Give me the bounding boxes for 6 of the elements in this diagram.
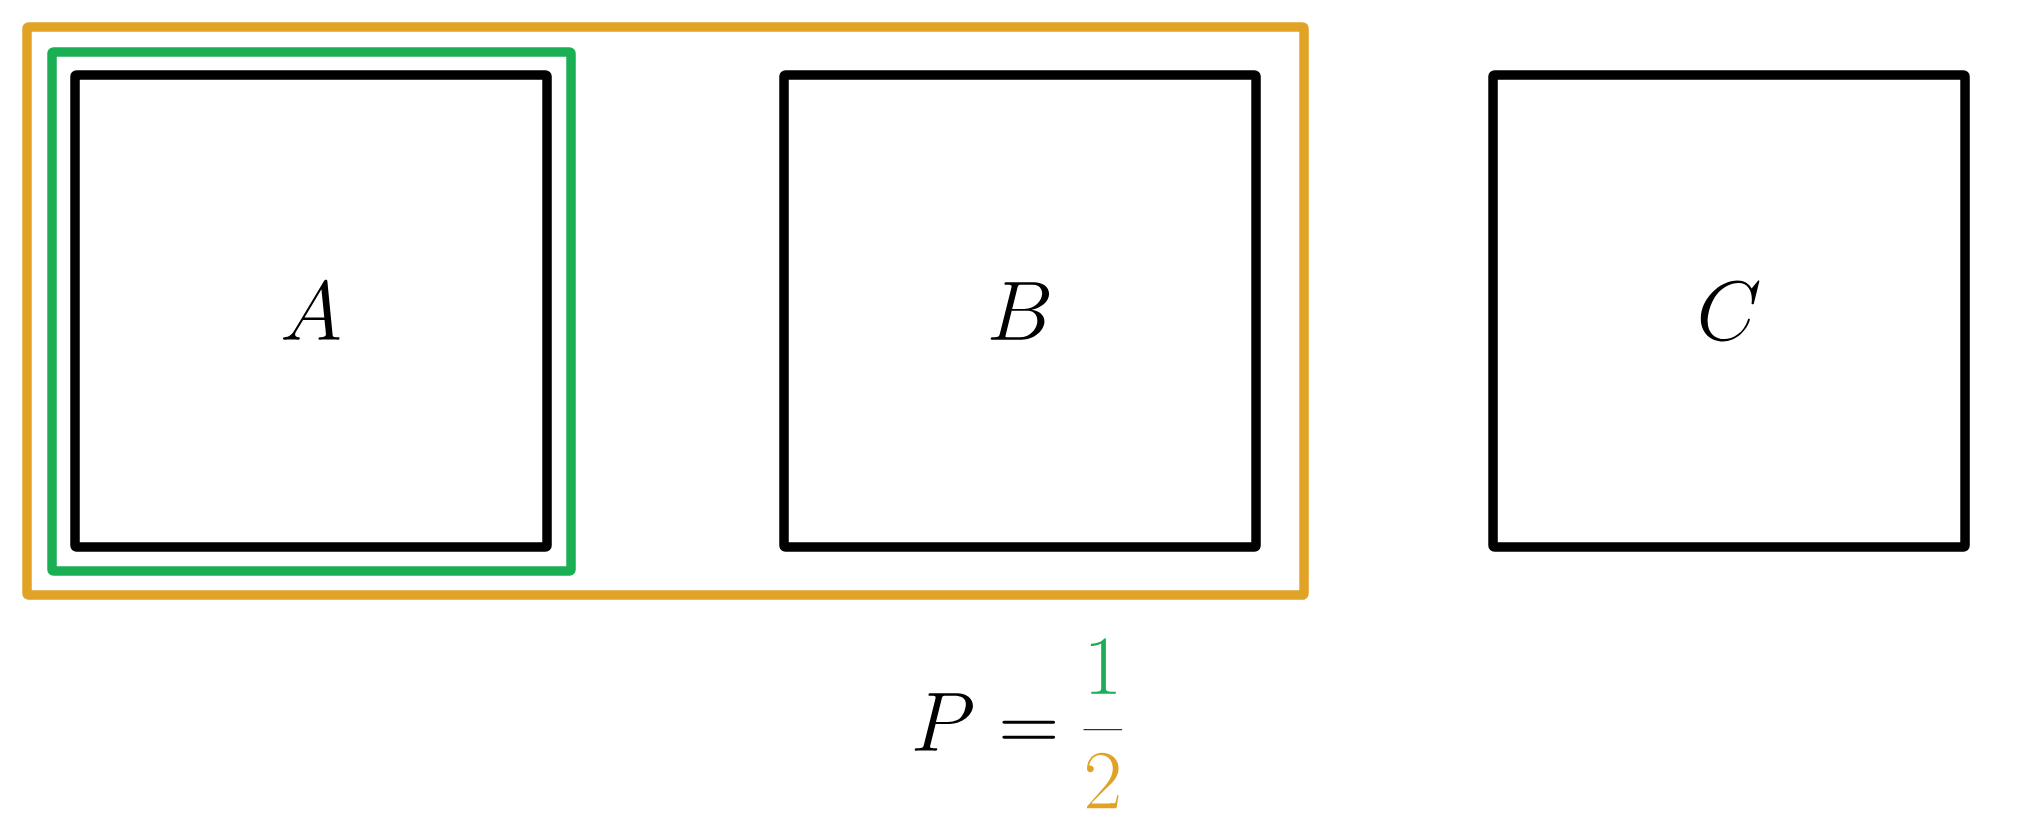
square: $B$ bbox=[779, 70, 1261, 552]
square: $A$ bbox=[70, 70, 552, 552]
enclosing-frame bbox=[22, 22, 1309, 600]
square: $C$ bbox=[1488, 70, 1970, 552]
highlight-frame bbox=[47, 47, 576, 576]
probability-formula: $P = \frac{\textcolor[HTML]{1AAF54}{1}}{\textcolor[HTML]{E1A325}{2}}$ bbox=[914, 638, 1123, 809]
